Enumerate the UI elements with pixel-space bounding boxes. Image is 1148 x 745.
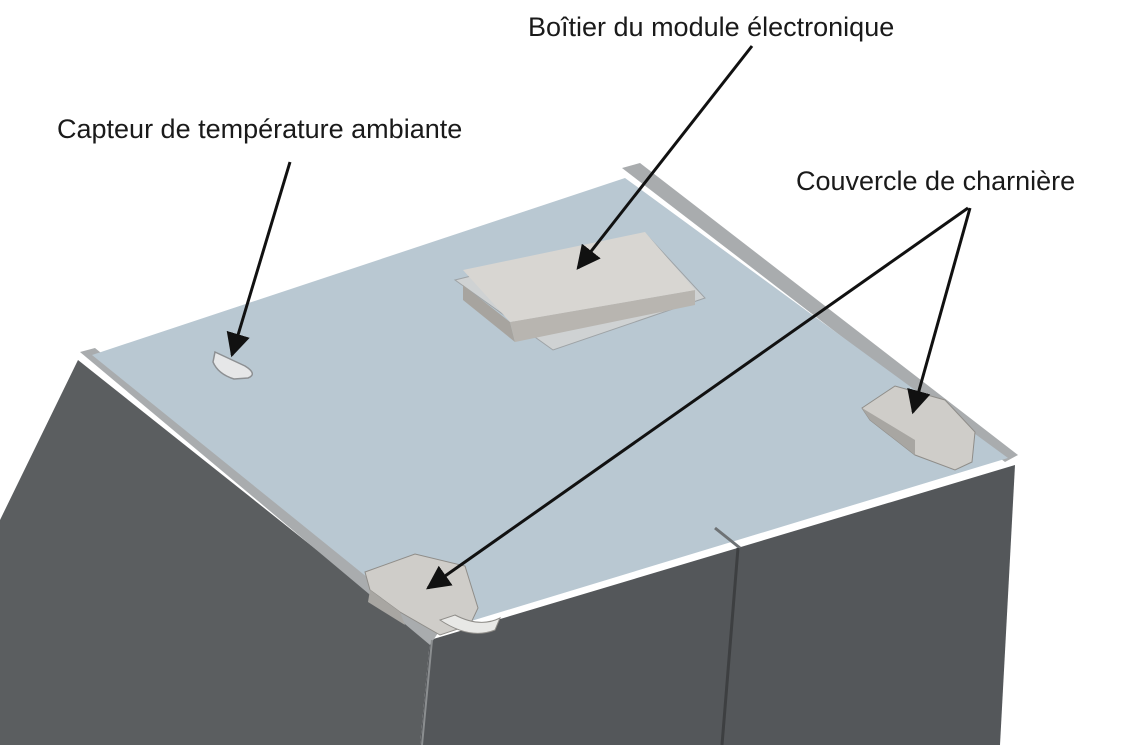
arrow-hinge-cover-right [907, 207, 972, 415]
arrow-hinge-cover-left [426, 206, 969, 590]
hinge-cover-right-side [862, 408, 915, 455]
fridge-left-rim [80, 348, 440, 645]
label-temperature-sensor: Capteur de température ambiante [57, 114, 463, 144]
temperature-sensor [212, 350, 254, 380]
label-module-housing: Boîtier du module électronique [528, 12, 895, 42]
arrow-temperature-sensor [226, 161, 292, 358]
module-housing-front [510, 290, 695, 342]
hinge-cover-left-bracket [438, 614, 501, 634]
front-corner-edge [421, 639, 433, 745]
fridge-front-face [0, 360, 430, 745]
module-housing-side [463, 285, 515, 342]
module-housing-top [463, 232, 695, 322]
door-seam [714, 526, 741, 550]
door-gap [720, 547, 740, 745]
label-hinge-cover: Couvercle de charnière [796, 166, 1076, 196]
fridge-right-face [420, 465, 1015, 745]
arrow-module-housing [576, 45, 754, 270]
fridge-top-surface [92, 178, 1008, 632]
hinge-cover-left-side [368, 590, 405, 625]
